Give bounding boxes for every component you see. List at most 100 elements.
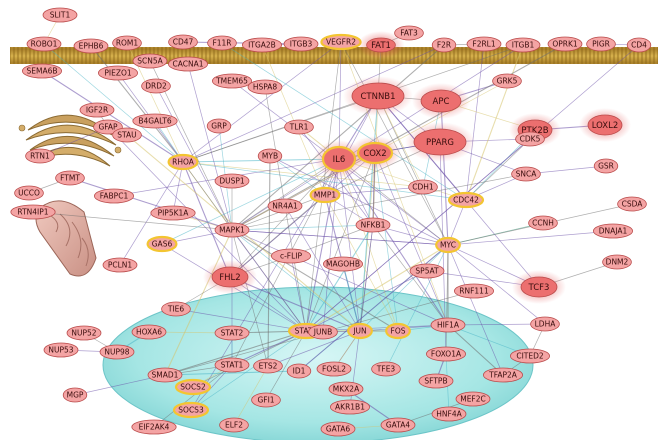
node-fos[interactable]: FOS	[385, 322, 411, 340]
node-label: GATA6	[326, 425, 350, 434]
node-socs2[interactable]: SOCS2	[174, 378, 212, 396]
node-tmem65[interactable]: TMEM65	[211, 73, 252, 89]
node-pcln1[interactable]: PCLN1	[102, 257, 138, 273]
node-ctnnb1[interactable]: CTNNB1	[343, 76, 413, 116]
node-ephb6[interactable]: EPHB6	[73, 38, 109, 54]
node-loxl2[interactable]: LOXL2	[579, 108, 631, 142]
node-drd2[interactable]: DRD2	[141, 78, 171, 94]
node-piezo1[interactable]: PIEZO1	[98, 65, 139, 81]
node-cd47[interactable]: CD47	[168, 34, 198, 50]
node-robo1[interactable]: ROBO1	[26, 36, 62, 52]
node-cox2[interactable]: COX2	[349, 136, 401, 170]
node-csda[interactable]: CSDA	[617, 196, 647, 212]
node-f2rl1[interactable]: F2RL1	[466, 36, 502, 52]
node-smad1[interactable]: SMAD1	[147, 367, 183, 383]
node-cited2[interactable]: CITED2	[509, 348, 550, 364]
node-nup98[interactable]: NUP98	[99, 344, 135, 360]
node-socs3[interactable]: SOCS3	[172, 401, 210, 419]
node-fat1[interactable]: FAT1	[357, 31, 405, 59]
node-gfi1[interactable]: GFI1	[251, 392, 281, 408]
node-myc[interactable]: MYC	[435, 236, 461, 254]
node-mmp1[interactable]: MMP1	[309, 186, 341, 204]
node-stau[interactable]: STAU	[112, 127, 142, 143]
node-igf2r[interactable]: IGF2R	[79, 102, 115, 118]
node-mkx2a[interactable]: MKX2A	[328, 381, 364, 397]
node-itgb3[interactable]: ITGB3	[283, 36, 319, 52]
node-elf2[interactable]: ELF2	[219, 417, 249, 433]
node-magohb[interactable]: MAGOHB	[322, 256, 363, 272]
node-rnf111[interactable]: RNF111	[453, 283, 494, 299]
node-myb[interactable]: MYB	[257, 148, 283, 164]
node-gata4[interactable]: GATA4	[380, 417, 416, 433]
node-eif2ak4[interactable]: EIF2AK4	[131, 419, 177, 435]
node-nr4a1[interactable]: NR4A1	[267, 198, 303, 214]
node-apc[interactable]: APC	[412, 83, 470, 119]
node-gsr[interactable]: GSR	[593, 158, 619, 174]
node-f11r[interactable]: F11R	[207, 35, 237, 51]
node-grp[interactable]: GRP	[206, 118, 232, 134]
node-oprk1[interactable]: OPRK1	[547, 36, 583, 52]
node-cacna1[interactable]: CACNA1	[167, 56, 208, 72]
node-tie6[interactable]: TIE6	[161, 301, 191, 317]
node-hoxa6[interactable]: HOXA6	[131, 324, 167, 340]
node-stat1[interactable]: STAT1	[214, 357, 250, 373]
node-tfe3[interactable]: TFE3	[371, 361, 401, 377]
node-rtn4ip1[interactable]: RTN4IP1	[10, 204, 56, 220]
node-akr1b1[interactable]: AKR1B1	[329, 399, 370, 415]
node-cd4[interactable]: CD4	[626, 37, 652, 53]
node-stat2[interactable]: STAT2	[214, 325, 250, 341]
node-fabpc1[interactable]: FABPC1	[94, 188, 135, 204]
node-itga2b[interactable]: ITGA2B	[241, 37, 282, 53]
node-nfkb1[interactable]: NFKB1	[355, 217, 391, 233]
node-hspa8[interactable]: HSPA8	[247, 79, 283, 95]
node-sp5at[interactable]: SP5AT	[409, 263, 445, 279]
node-pparg[interactable]: PPARG	[405, 122, 475, 162]
node-fhl2[interactable]: FHL2	[203, 260, 257, 294]
node-b4galt6[interactable]: B4GALT6	[132, 113, 178, 129]
node-scn5a[interactable]: SCN5A	[132, 53, 168, 69]
node-mgp[interactable]: MGP	[62, 387, 88, 403]
node-pigr[interactable]: PIGR	[586, 36, 616, 52]
node-slit1[interactable]: SLIT1	[42, 7, 78, 23]
node-ldha[interactable]: LDHA	[530, 316, 560, 332]
node-rtn1[interactable]: RTN1	[25, 148, 55, 164]
node-ccnh[interactable]: CCNH	[528, 215, 558, 231]
node-itgb1[interactable]: ITGB1	[505, 37, 541, 53]
node-ets2[interactable]: ETS2	[253, 358, 283, 374]
node-tcf3[interactable]: TCF3	[512, 270, 566, 304]
node-nup52[interactable]: NUP52	[66, 325, 102, 341]
node-cdh1[interactable]: CDH1	[408, 179, 438, 195]
node-junb[interactable]: JUNB	[308, 324, 338, 340]
node-hnf4a[interactable]: HNF4A	[431, 406, 467, 422]
node-fosl2[interactable]: FOSL2	[316, 361, 352, 377]
node-snca[interactable]: SNCA	[511, 166, 541, 182]
node-sema6b[interactable]: SEMA6B	[21, 63, 63, 79]
node-fat3[interactable]: FAT3	[394, 25, 424, 41]
node-foxo1a[interactable]: FOXO1A	[425, 346, 466, 362]
node-vegfr2[interactable]: VEGFR2	[320, 33, 362, 51]
node-ucco[interactable]: UCCO	[14, 185, 44, 201]
node-jun[interactable]: JUN	[347, 322, 373, 340]
node-dnm2[interactable]: DNM2	[602, 254, 632, 270]
node-tfap2a[interactable]: TFAP2A	[482, 367, 523, 383]
node-dnaja1[interactable]: DNAJA1	[593, 223, 634, 239]
node-dusp1[interactable]: DUSP1	[214, 173, 250, 189]
node-mapk1[interactable]: MAPK1	[214, 222, 250, 238]
node-sftpb[interactable]: SFTPB	[418, 373, 454, 389]
node-cflip[interactable]: c-FLIP	[270, 248, 311, 264]
node-f2r[interactable]: F2R	[431, 37, 457, 53]
node-gas6[interactable]: GAS6	[146, 235, 178, 253]
node-cdk5[interactable]: CDK5	[515, 131, 545, 147]
node-ftmt[interactable]: FTMT	[55, 170, 85, 186]
node-rom1[interactable]: ROM1	[112, 35, 142, 51]
node-rhoa[interactable]: RHOA	[167, 153, 199, 171]
node-id1[interactable]: ID1	[286, 363, 312, 379]
node-mef2c[interactable]: MEF2C	[455, 391, 491, 407]
node-nup53[interactable]: NUP53	[43, 342, 79, 358]
node-pip5k1a[interactable]: PIP5K1A	[150, 205, 196, 221]
node-tlr1[interactable]: TLR1	[284, 119, 314, 135]
node-gata6[interactable]: GATA6	[320, 421, 356, 437]
node-hif1a[interactable]: HIF1A	[430, 317, 466, 333]
node-cdc42[interactable]: CDC42	[447, 191, 485, 209]
node-grk5[interactable]: GRK5	[492, 73, 522, 89]
